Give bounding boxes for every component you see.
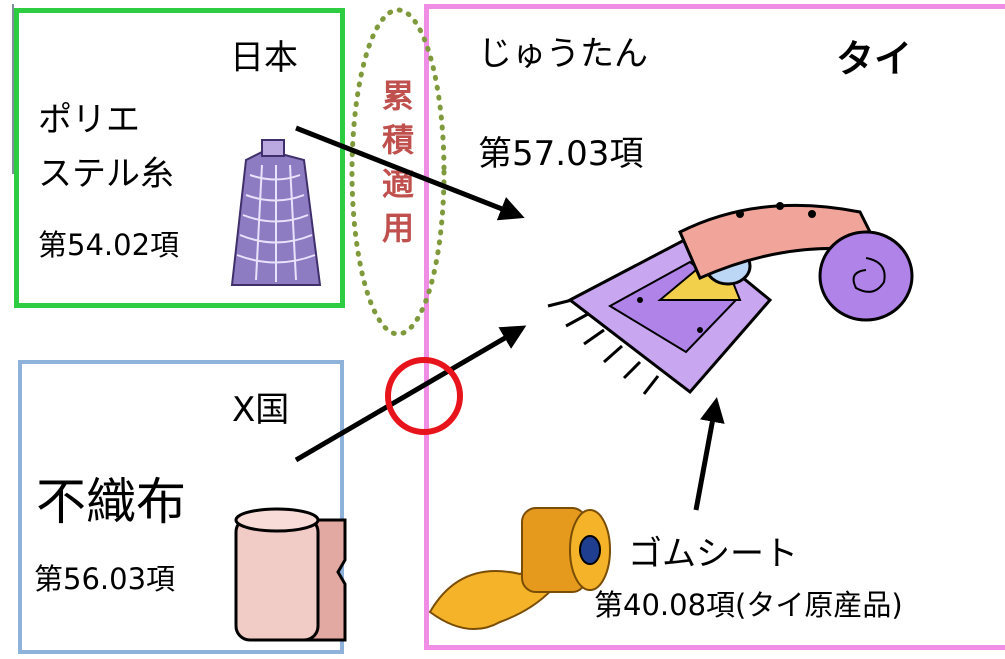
x-country-label: X国 [232, 390, 290, 430]
rubber-sheet-heading: 第40.08項(タイ原産品) [594, 588, 903, 622]
arrow-japan-to-carpet [295, 125, 525, 221]
thailand-heading: 第57.03項 [478, 134, 644, 174]
x-country-heading: 第56.03項 [34, 562, 176, 596]
japan-material-line1: ポリエ [38, 100, 140, 140]
cumulation-label: 累積適用 [381, 77, 414, 247]
thailand-country-label: タイ [836, 37, 913, 81]
red-circle-icon [385, 357, 463, 435]
rubber-sheet-icon [428, 507, 611, 630]
thailand-product-label: じゅうたん [478, 34, 648, 74]
cumulation-oval [349, 7, 447, 337]
x-country-material: 不織布 [36, 473, 186, 531]
japan-heading: 第54.02項 [38, 228, 180, 262]
arrow-rubber-to-carpet [693, 397, 725, 511]
left-edge-fragment [0, 4, 14, 174]
japan-material-line2: ステル糸 [38, 154, 174, 194]
nonwoven-roll-icon [234, 507, 347, 642]
carpet-icon [547, 202, 914, 395]
thread-spool-icon [230, 139, 322, 286]
thailand-box [424, 4, 1005, 650]
japan-country-label: 日本 [230, 38, 298, 78]
x-country-box [18, 360, 344, 654]
japan-box [14, 8, 345, 308]
arrow-x-to-carpet [294, 325, 527, 463]
rubber-sheet-label: ゴムシート [628, 534, 798, 574]
